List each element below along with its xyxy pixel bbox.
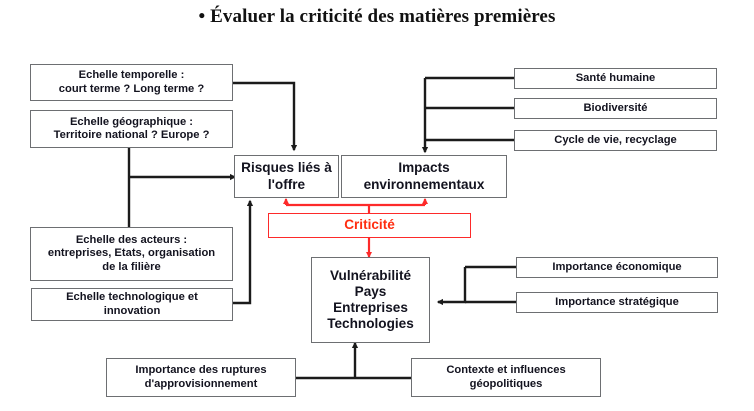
contexte-line1: Contexte et influences: [446, 364, 566, 377]
node-impacts-environnementaux[interactable]: Impacts environnementaux: [341, 155, 507, 198]
node-importance-economique[interactable]: Importance économique: [516, 257, 718, 278]
impacts-line2: environnementaux: [363, 176, 485, 192]
node-echelle-temporelle[interactable]: Echelle temporelle : court terme ? Long …: [30, 64, 233, 101]
node-echelle-acteurs[interactable]: Echelle des acteurs : entreprises, Etats…: [30, 227, 233, 281]
node-echelle-geographique[interactable]: Echelle géographique : Territoire nation…: [30, 110, 233, 148]
node-risques-lies-a-loffre[interactable]: Risques liés à l'offre: [234, 155, 339, 198]
ruptures-line2: d'approvisionnement: [144, 377, 258, 390]
node-criticite[interactable]: Criticité: [268, 213, 471, 238]
echelle-temporelle-line1: Echelle temporelle :: [78, 69, 185, 82]
importance-economique-label: Importance économique: [552, 260, 682, 273]
contexte-line2: géopolitiques: [469, 377, 543, 390]
risques-line2: l'offre: [267, 176, 306, 192]
echelle-technologique-line2: innovation: [103, 304, 161, 317]
wire-technologique-to-risques: [232, 199, 254, 305]
vulnerabilite-line4: Technologies: [327, 316, 414, 332]
impacts-line1: Impacts: [398, 160, 450, 176]
cycle-de-vie-label: Cycle de vie, recyclage: [554, 133, 677, 146]
vulnerabilite-line1: Vulnérabilité: [329, 267, 412, 283]
vulnerabilite-line3: Entreprises: [333, 300, 408, 315]
node-vulnerabilite[interactable]: Vulnérabilité Pays Entreprises Technolog…: [311, 257, 430, 343]
node-contexte-geopolitique[interactable]: Contexte et influences géopolitiques: [411, 358, 601, 397]
echelle-acteurs-line2: entreprises, Etats, organisation: [47, 247, 216, 260]
wire-temporelle-to-risques: [232, 81, 298, 152]
risques-line1: Risques liés à: [241, 160, 332, 176]
echelle-acteurs-line3: de la filière: [102, 260, 161, 273]
sante-humaine-label: Santé humaine: [575, 71, 656, 84]
echelle-geographique-line1: Echelle géographique :: [69, 115, 194, 128]
node-importance-strategique[interactable]: Importance stratégique: [516, 292, 718, 313]
node-importance-ruptures[interactable]: Importance des ruptures d'approvisionnem…: [106, 358, 296, 397]
wire-spine-to-vulnerabilite: [436, 267, 467, 306]
echelle-temporelle-line2: court terme ? Long terme ?: [58, 82, 205, 95]
echelle-technologique-line1: Echelle technologique et: [66, 291, 198, 304]
node-echelle-technologique[interactable]: Echelle technologique et innovation: [31, 288, 233, 321]
importance-strategique-label: Importance stratégique: [555, 295, 679, 308]
echelle-acteurs-line1: Echelle des acteurs :: [75, 234, 188, 247]
node-cycle-de-vie[interactable]: Cycle de vie, recyclage: [514, 130, 717, 151]
echelle-geographique-line2: Territoire national ? Europe ?: [53, 129, 210, 141]
page-title: • Évaluer la criticité des matières prem…: [198, 6, 556, 27]
node-biodiversite[interactable]: Biodiversité: [514, 98, 717, 119]
node-sante-humaine[interactable]: Santé humaine: [514, 68, 717, 89]
vulnerabilite-line2: Pays: [354, 283, 387, 299]
ruptures-line1: Importance des ruptures: [135, 364, 267, 377]
biodiversite-label: Biodiversité: [583, 101, 648, 114]
criticite-label: Criticité: [344, 217, 395, 233]
